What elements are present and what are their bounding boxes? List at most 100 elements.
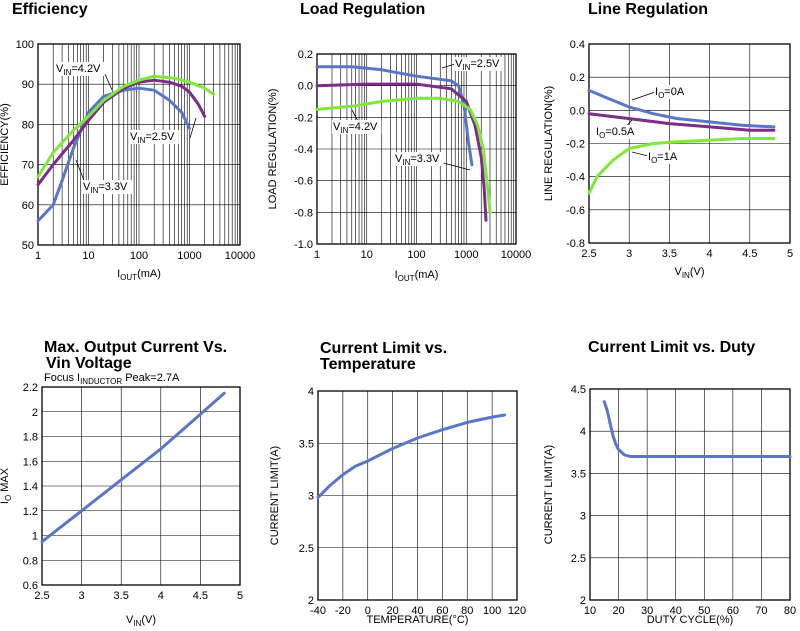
y-tick-label: 0.0 — [298, 81, 313, 93]
y-tick-label: 4.5 — [571, 384, 586, 396]
series-line-io-1a — [587, 137, 776, 195]
x-tick-label: 3 — [626, 248, 632, 260]
chart-title-line2: Vin Voltage — [46, 355, 132, 372]
x-tick-label: 4 — [158, 590, 164, 602]
annotation-leader — [189, 117, 197, 139]
annotation-label: VIN=4.2V — [56, 63, 101, 77]
y-tick-label: 0.8 — [23, 555, 38, 567]
x-axis-label: TEMPERATURE(°C) — [367, 614, 469, 626]
x-tick-label: 1000 — [454, 249, 478, 261]
y-tick-label: -0.2 — [566, 139, 585, 151]
x-tick-label: 80 — [784, 605, 796, 617]
y-axis-label: LINE REGULATION(%) — [543, 86, 555, 201]
y-tick-label: 0.2 — [570, 72, 585, 84]
x-tick-label: 10 — [584, 605, 596, 617]
x-tick-label: 4.5 — [742, 248, 757, 260]
y-tick-label: 2 — [308, 595, 314, 607]
series-line-vin-2-5v — [315, 65, 474, 167]
y-tick-label: 3 — [308, 491, 314, 503]
annotation-label: IO=0A — [655, 86, 685, 100]
y-tick-label: -0.6 — [294, 176, 313, 188]
y-tick-label: -0.4 — [566, 172, 585, 184]
y-tick-label: 100 — [16, 39, 34, 51]
annotation-label: IO=0.5A — [596, 126, 635, 140]
x-tick-label: 3 — [79, 590, 85, 602]
y-tick-label: -0.2 — [294, 112, 313, 124]
x-tick-label: 1 — [314, 249, 320, 261]
grid — [317, 390, 518, 601]
chart-title: Load Regulation — [300, 1, 425, 18]
x-tick-label: 100 — [130, 250, 148, 262]
x-tick-label: 4.5 — [193, 590, 208, 602]
y-tick-label: 2.5 — [571, 553, 586, 565]
x-tick-label: 80 — [461, 605, 473, 617]
y-axis-label: CURRENT LIMIT(A) — [543, 445, 555, 544]
annotation-leader — [75, 159, 86, 184]
annotation-label: VIN=2.5V — [455, 58, 500, 72]
y-tick-label: 70 — [22, 160, 34, 172]
chart-title: Current Limit vs. Duty — [588, 339, 755, 356]
x-tick-label: 30 — [641, 605, 653, 617]
x-tick-label: 100 — [483, 605, 501, 617]
y-tick-label: 60 — [22, 200, 34, 212]
annotation-leader — [631, 91, 656, 101]
series-line-0 — [602, 400, 792, 458]
x-tick-label: -20 — [335, 605, 351, 617]
annotation-bg — [647, 150, 678, 164]
chart-title: Efficiency — [12, 1, 88, 18]
series-line-vin-4-2v — [36, 74, 216, 179]
x-tick-label: 40 — [411, 605, 423, 617]
y-tick-label: 50 — [22, 240, 34, 252]
annotation-leader — [441, 63, 456, 69]
y-axis-label: EFFICIENCY(%) — [0, 103, 11, 186]
x-tick-label: 20 — [612, 605, 624, 617]
annotation-bg — [394, 152, 444, 166]
x-tick-label: 50 — [698, 605, 710, 617]
x-tick-label: 10 — [82, 250, 94, 262]
y-tick-label: 0.2 — [298, 49, 313, 61]
annotation-label: VIN=3.3V — [83, 181, 128, 195]
series-line-0 — [316, 413, 507, 500]
chart-title: Current Limit vs. — [320, 340, 447, 357]
annotation-label: VIN=3.3V — [395, 153, 440, 167]
x-axis-label: VIN(V) — [674, 266, 704, 280]
grid — [589, 388, 791, 601]
y-tick-label: -0.4 — [294, 144, 313, 156]
x-tick-label: 1000 — [177, 250, 201, 262]
y-tick-label: 2 — [32, 407, 38, 419]
y-tick-label: 80 — [22, 119, 34, 131]
y-tick-label: 0.6 — [23, 580, 38, 592]
x-tick-label: 60 — [727, 605, 739, 617]
annotation-bg — [82, 180, 132, 194]
y-tick-label: -1.0 — [294, 239, 313, 251]
series-line-vin-2-5v — [36, 78, 207, 187]
series-line-io-0-5a — [587, 112, 776, 132]
annotation-bg — [654, 85, 685, 99]
y-axis-label: IO MAX — [0, 467, 13, 504]
annotation-label: IO=1A — [648, 151, 678, 165]
x-tick-label: 5 — [237, 590, 243, 602]
y-tick-label: 4 — [308, 386, 314, 398]
y-tick-label: 0.0 — [570, 105, 585, 117]
grid — [588, 43, 791, 244]
x-tick-label: 5 — [787, 248, 793, 260]
chart-title: Line Regulation — [588, 1, 708, 18]
annotation-leader — [631, 151, 649, 157]
x-tick-label: 100 — [407, 249, 425, 261]
y-tick-label: 3.5 — [299, 438, 314, 450]
x-tick-label: 70 — [755, 605, 767, 617]
x-tick-label: 10 — [361, 249, 373, 261]
x-tick-label: 2.5 — [34, 590, 49, 602]
series-line-vin-3-3v — [315, 82, 488, 222]
y-tick-label: -0.8 — [566, 238, 585, 250]
y-tick-label: 2.2 — [23, 382, 38, 394]
y-tick-label: 1.4 — [23, 481, 38, 493]
plot-frame — [41, 386, 241, 586]
x-tick-label: -40 — [310, 605, 326, 617]
x-tick-label: 0 — [365, 605, 371, 617]
y-tick-label: 3.5 — [571, 468, 586, 480]
x-tick-label: 60 — [436, 605, 448, 617]
